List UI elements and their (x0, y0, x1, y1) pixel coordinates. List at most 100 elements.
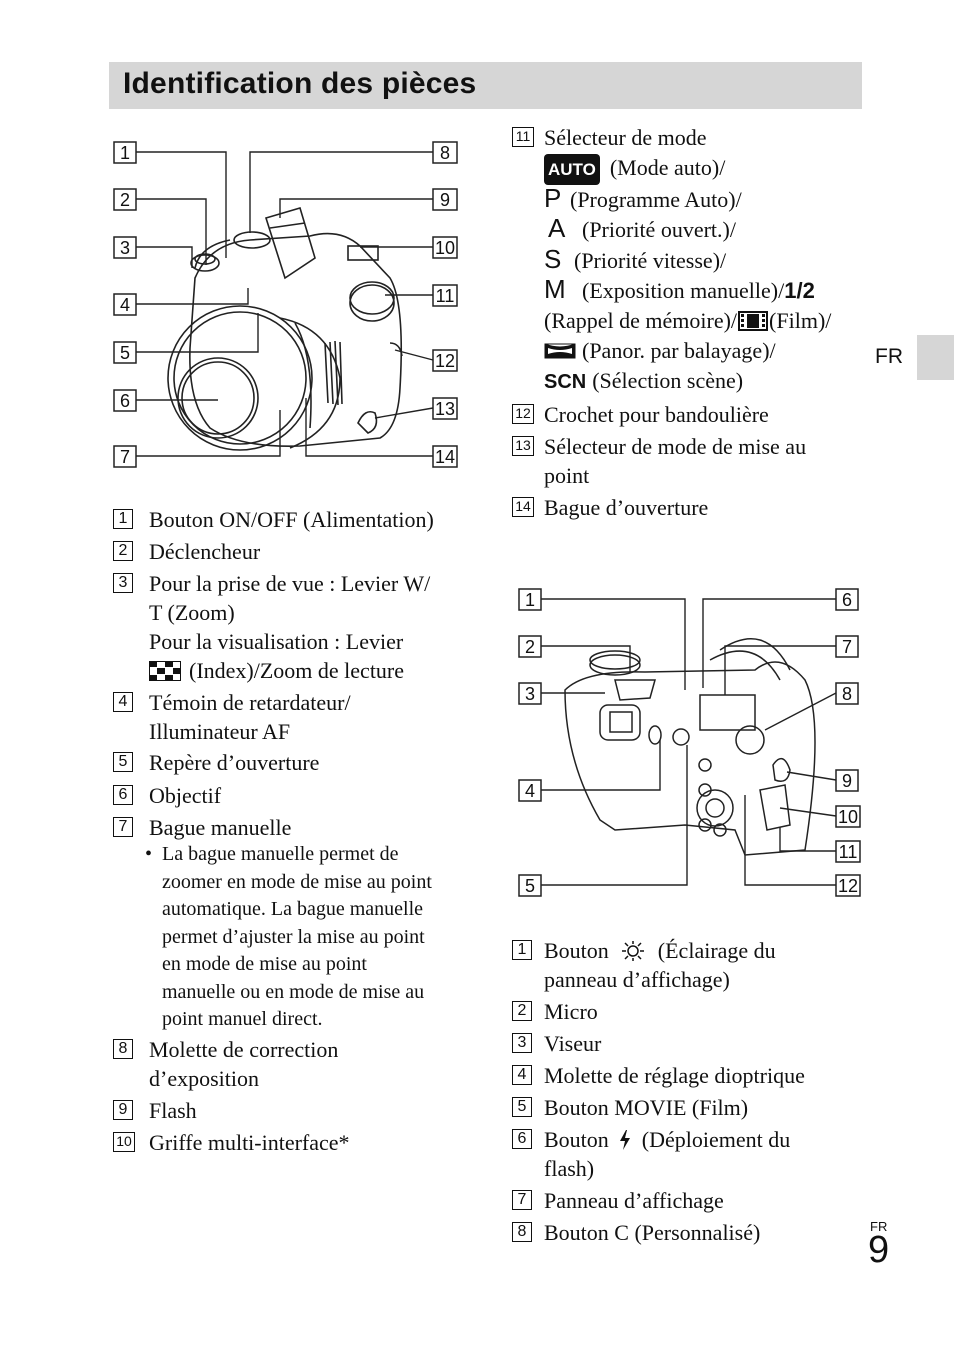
front-callout: 2 (120, 190, 130, 210)
item-number: 14 (512, 497, 534, 517)
item-text: (Déploiement du (641, 1127, 791, 1152)
front-camera-illustration: 1 2 3 4 5 6 7 8 9 10 11 12 13 14 (113, 141, 458, 468)
film-mode-icon (737, 310, 769, 332)
front-callout: 11 (436, 286, 455, 306)
mode-text: (Rappel de mémoire)/ (544, 308, 738, 333)
item-text: Micro (544, 999, 598, 1024)
memory-recall-icon: 1/2 (784, 278, 815, 303)
item-text: Bouton C (Personnalisé) (544, 1220, 761, 1245)
back-callout: 8 (842, 684, 852, 704)
page-number: 9 (868, 1229, 890, 1271)
front-callout: 1 (120, 143, 130, 163)
item-text: flash) (544, 1156, 595, 1181)
item-text: Bague d’ouverture (544, 495, 709, 520)
item-text: (Index)/Zoom de lecture (189, 658, 405, 683)
back-callout: 5 (525, 876, 535, 896)
back-camera-illustration: 1 2 3 4 5 6 7 8 9 10 11 12 (518, 588, 861, 897)
front-callout: 12 (435, 351, 455, 371)
item-text: Panneau d’affichage (544, 1188, 724, 1213)
note-line: zoomer en mode de mise au point (162, 870, 432, 893)
item-text: Illuminateur AF (149, 719, 291, 744)
back-callout: 9 (842, 771, 852, 791)
item-number: 1 (512, 940, 532, 960)
mode-scn: SCN(Sélection scène) (544, 366, 743, 397)
note-line: automatique. La bague manuelle (162, 898, 424, 920)
item-number: 7 (113, 817, 133, 837)
mode-m: M (Exposition manuelle)/1/2 (544, 275, 815, 305)
back-callout: 1 (525, 590, 535, 610)
mode-text: (Mode auto)/ (609, 155, 726, 180)
note-line: point manuel direct. (162, 1008, 323, 1030)
note-line: manuelle ou en mode de mise au (162, 980, 425, 1003)
front-callout: 9 (440, 190, 450, 210)
item-text: panneau d’affichage) (544, 967, 730, 992)
auto-mode-icon: AUTO (544, 154, 600, 185)
item-text: Pour la prise de vue : Levier W/ (149, 571, 431, 596)
item-text: Témoin de retardateur/ (149, 690, 351, 715)
item-text: Sélecteur de mode de mise au (544, 434, 807, 459)
index-icon (149, 659, 181, 681)
item-number: 4 (113, 692, 133, 712)
item-number: 3 (512, 1033, 532, 1053)
mode-p: P(Programme Auto)/ (544, 184, 742, 214)
note-line: en mode de mise au point (162, 953, 367, 975)
shutter-mode-icon: S (544, 244, 562, 274)
note-line: La bague manuelle permet de (162, 843, 399, 865)
page-title: Identification des pièces (123, 67, 477, 100)
back-callout: 3 (525, 684, 535, 704)
front-callout: 10 (435, 238, 455, 258)
mode-text: (Panor. par balayage)/ (582, 338, 776, 363)
item-text: Bouton (544, 938, 609, 963)
item-text: Bouton (544, 1127, 609, 1152)
panorama-mode-icon (544, 338, 576, 359)
front-callout: 3 (120, 238, 130, 258)
item-number: 10 (113, 1132, 135, 1152)
mode-mr: (Rappel de mémoire)/ (Film)/ (544, 306, 831, 335)
mode-text: (Exposition manuelle)/ (582, 278, 785, 303)
item-number: 2 (512, 1001, 532, 1021)
item-text: Déclencheur (149, 539, 261, 564)
back-callout: 4 (525, 781, 535, 801)
item-text: Griffe multi-interface* (149, 1130, 350, 1155)
item-number: 1 (113, 509, 133, 529)
item-number: 2 (113, 541, 133, 561)
item-text: Bouton ON/OFF (Alimentation) (149, 507, 434, 532)
item-number: 7 (512, 1190, 532, 1210)
front-camera-figure: 1 2 3 4 5 6 7 8 9 10 11 12 13 14 (100, 128, 480, 478)
item-text: Flash (149, 1098, 197, 1123)
item-text: Molette de réglage dioptrique (544, 1063, 805, 1088)
mode-panorama: (Panor. par balayage)/ (544, 336, 776, 365)
front-callout: 13 (435, 399, 455, 419)
language-tab (917, 335, 954, 380)
back-callout: 11 (839, 842, 858, 862)
item-number: 13 (512, 436, 534, 456)
item-number: 8 (512, 1222, 532, 1242)
item-text: point (544, 463, 590, 488)
mode-text: (Sélection scène) (592, 368, 744, 393)
mode-auto: AUTO (Mode auto)/ (544, 153, 725, 185)
item-number: 5 (113, 752, 133, 772)
manual-mode-icon: M (544, 274, 566, 304)
footer-language: FR (870, 1219, 888, 1234)
item-number: 12 (512, 404, 534, 424)
front-callout: 5 (120, 343, 130, 363)
front-callout: 7 (120, 447, 130, 467)
item-number: 8 (113, 1039, 133, 1059)
front-callout: 4 (120, 295, 130, 315)
back-callout: 6 (842, 590, 852, 610)
item-number: 3 (113, 573, 133, 593)
back-callout: 7 (842, 637, 852, 657)
item-text: d’exposition (149, 1066, 259, 1091)
mode-a: A(Priorité ouvert.)/ (544, 214, 736, 244)
front-callout: 14 (435, 447, 455, 467)
item-number: 9 (113, 1100, 133, 1120)
front-callout: 8 (440, 143, 450, 163)
mode-text: (Film)/ (769, 308, 832, 333)
item-number: 11 (512, 127, 534, 147)
item-text: Viseur (544, 1031, 602, 1056)
item-text: Objectif (149, 783, 222, 808)
flash-icon (618, 1128, 632, 1150)
mode-text: (Programme Auto)/ (570, 187, 742, 212)
item-text: (Éclairage du (657, 938, 776, 963)
item-text: T (Zoom) (149, 600, 235, 625)
